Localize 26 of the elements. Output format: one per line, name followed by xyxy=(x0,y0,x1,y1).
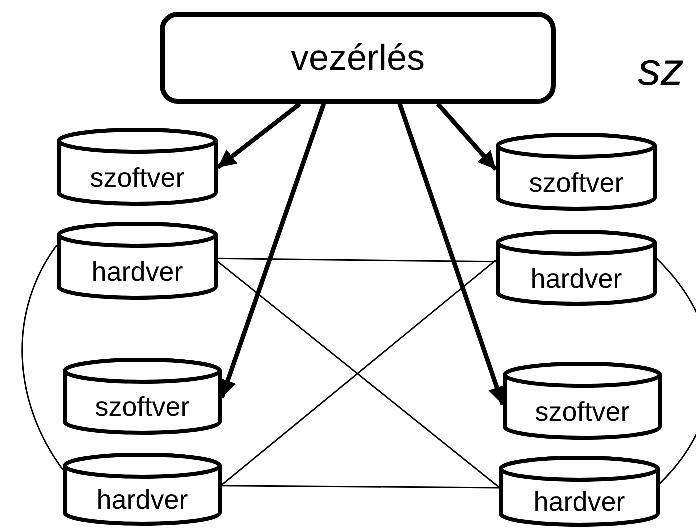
node-label: szoftver xyxy=(529,168,624,198)
node-label: hardver xyxy=(92,256,184,288)
control-box xyxy=(160,12,556,104)
node-label: hardver xyxy=(534,487,626,518)
database-cylinder xyxy=(503,362,662,440)
connector-line xyxy=(222,485,499,489)
heading-text: sz xyxy=(638,42,684,96)
database-cylinder xyxy=(496,230,657,306)
connector-line xyxy=(22,244,64,470)
connector-line xyxy=(218,258,496,263)
connector-line xyxy=(656,258,696,484)
node-label: hardver xyxy=(96,485,188,516)
arrow xyxy=(398,103,506,406)
arrow xyxy=(216,102,302,170)
database-cylinder xyxy=(57,222,218,300)
database-cylinder xyxy=(496,133,657,211)
database-cylinder xyxy=(63,453,222,526)
database-cylinder xyxy=(499,456,660,527)
node-label: hardver xyxy=(530,264,622,294)
node-label: szoftver xyxy=(95,392,190,423)
database-cylinder xyxy=(63,358,222,435)
database-cylinder xyxy=(57,128,218,206)
node-label: szoftver xyxy=(535,396,630,428)
node-label: vezérlés xyxy=(290,37,426,79)
node-label: szoftver xyxy=(90,162,185,194)
arrow xyxy=(436,102,498,172)
